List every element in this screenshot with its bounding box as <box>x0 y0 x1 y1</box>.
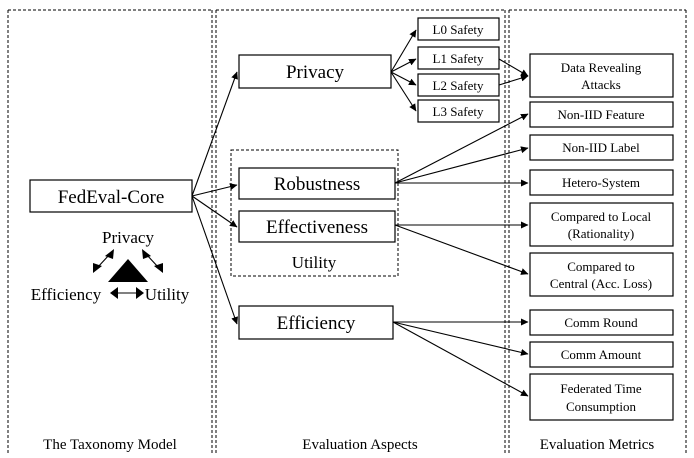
svg-text:L2 Safety: L2 Safety <box>433 78 484 93</box>
metric-compared-local: Compared to Local (Rationality) <box>529 202 674 247</box>
svg-text:Effectiveness: Effectiveness <box>266 217 368 238</box>
safety-level-l1: L1 Safety <box>417 46 500 70</box>
aspect-efficiency: Efficiency <box>238 305 394 340</box>
svg-text:Comm Round: Comm Round <box>564 315 638 330</box>
svg-text:Comm Amount: Comm Amount <box>561 347 642 362</box>
svg-text:FedEval-Core: FedEval-Core <box>58 187 165 208</box>
svg-text:L3 Safety: L3 Safety <box>433 104 484 119</box>
svg-text:Hetero-System: Hetero-System <box>562 175 640 190</box>
triangle-utility-label: Utility <box>145 285 190 304</box>
triangle-shape <box>108 259 148 282</box>
svg-text:Robustness: Robustness <box>274 174 361 195</box>
svg-text:Non-IID Label: Non-IID Label <box>562 140 640 155</box>
metric-comm-amount: Comm Amount <box>529 341 674 368</box>
svg-text:Privacy: Privacy <box>286 62 345 83</box>
svg-text:Attacks: Attacks <box>581 77 621 92</box>
safety-level-l0: L0 Safety <box>417 17 500 41</box>
metric-comm-round: Comm Round <box>529 309 674 336</box>
svg-text:L0 Safety: L0 Safety <box>433 22 484 37</box>
metric-non-iid-label: Non-IID Label <box>529 134 674 161</box>
utility-group-label: Utility <box>292 253 337 272</box>
tradeoff-triangle: Privacy Efficiency Utility <box>31 228 190 304</box>
connectors <box>191 29 529 397</box>
safety-level-l2: L2 Safety <box>417 73 500 97</box>
svg-text:Non-IID Feature: Non-IID Feature <box>558 107 645 122</box>
svg-text:Consumption: Consumption <box>566 399 637 414</box>
double-arrow-bottom-icon <box>110 287 144 299</box>
metric-hetero-system: Hetero-System <box>529 169 674 196</box>
panel-label-metrics: Evaluation Metrics <box>540 437 655 453</box>
metric-data-revealing: Data Revealing Attacks <box>529 53 674 98</box>
metric-compared-central: Compared to Central (Acc. Loss) <box>529 252 674 297</box>
svg-text:Compared to Local: Compared to Local <box>551 209 652 224</box>
utility-group-box <box>230 149 399 277</box>
metric-federated-time: Federated Time Consumption <box>529 373 674 421</box>
fedeval-core-node: FedEval-Core <box>29 179 193 213</box>
svg-text:Data Revealing: Data Revealing <box>561 60 642 75</box>
svg-text:Efficiency: Efficiency <box>277 313 356 334</box>
aspect-effectiveness: Effectiveness <box>238 210 396 243</box>
metric-non-iid-feature: Non-IID Feature <box>529 101 674 128</box>
safety-level-l3: L3 Safety <box>417 99 500 123</box>
double-arrow-left-icon <box>93 249 114 273</box>
panel-label-aspects: Evaluation Aspects <box>302 437 418 453</box>
svg-text:Federated Time: Federated Time <box>560 381 641 396</box>
svg-text:L1 Safety: L1 Safety <box>433 51 484 66</box>
svg-text:Central (Acc. Loss): Central (Acc. Loss) <box>550 276 652 291</box>
panel-label-taxonomy: The Taxonomy Model <box>43 437 177 453</box>
svg-text:Compared to: Compared to <box>567 259 635 274</box>
aspect-robustness: Robustness <box>238 167 396 200</box>
triangle-efficiency-label: Efficiency <box>31 285 102 304</box>
aspect-privacy: Privacy <box>238 54 392 89</box>
panel-borders <box>7 9 687 454</box>
svg-text:(Rationality): (Rationality) <box>568 226 634 241</box>
double-arrow-right-icon <box>142 249 163 273</box>
triangle-privacy-label: Privacy <box>102 228 154 247</box>
